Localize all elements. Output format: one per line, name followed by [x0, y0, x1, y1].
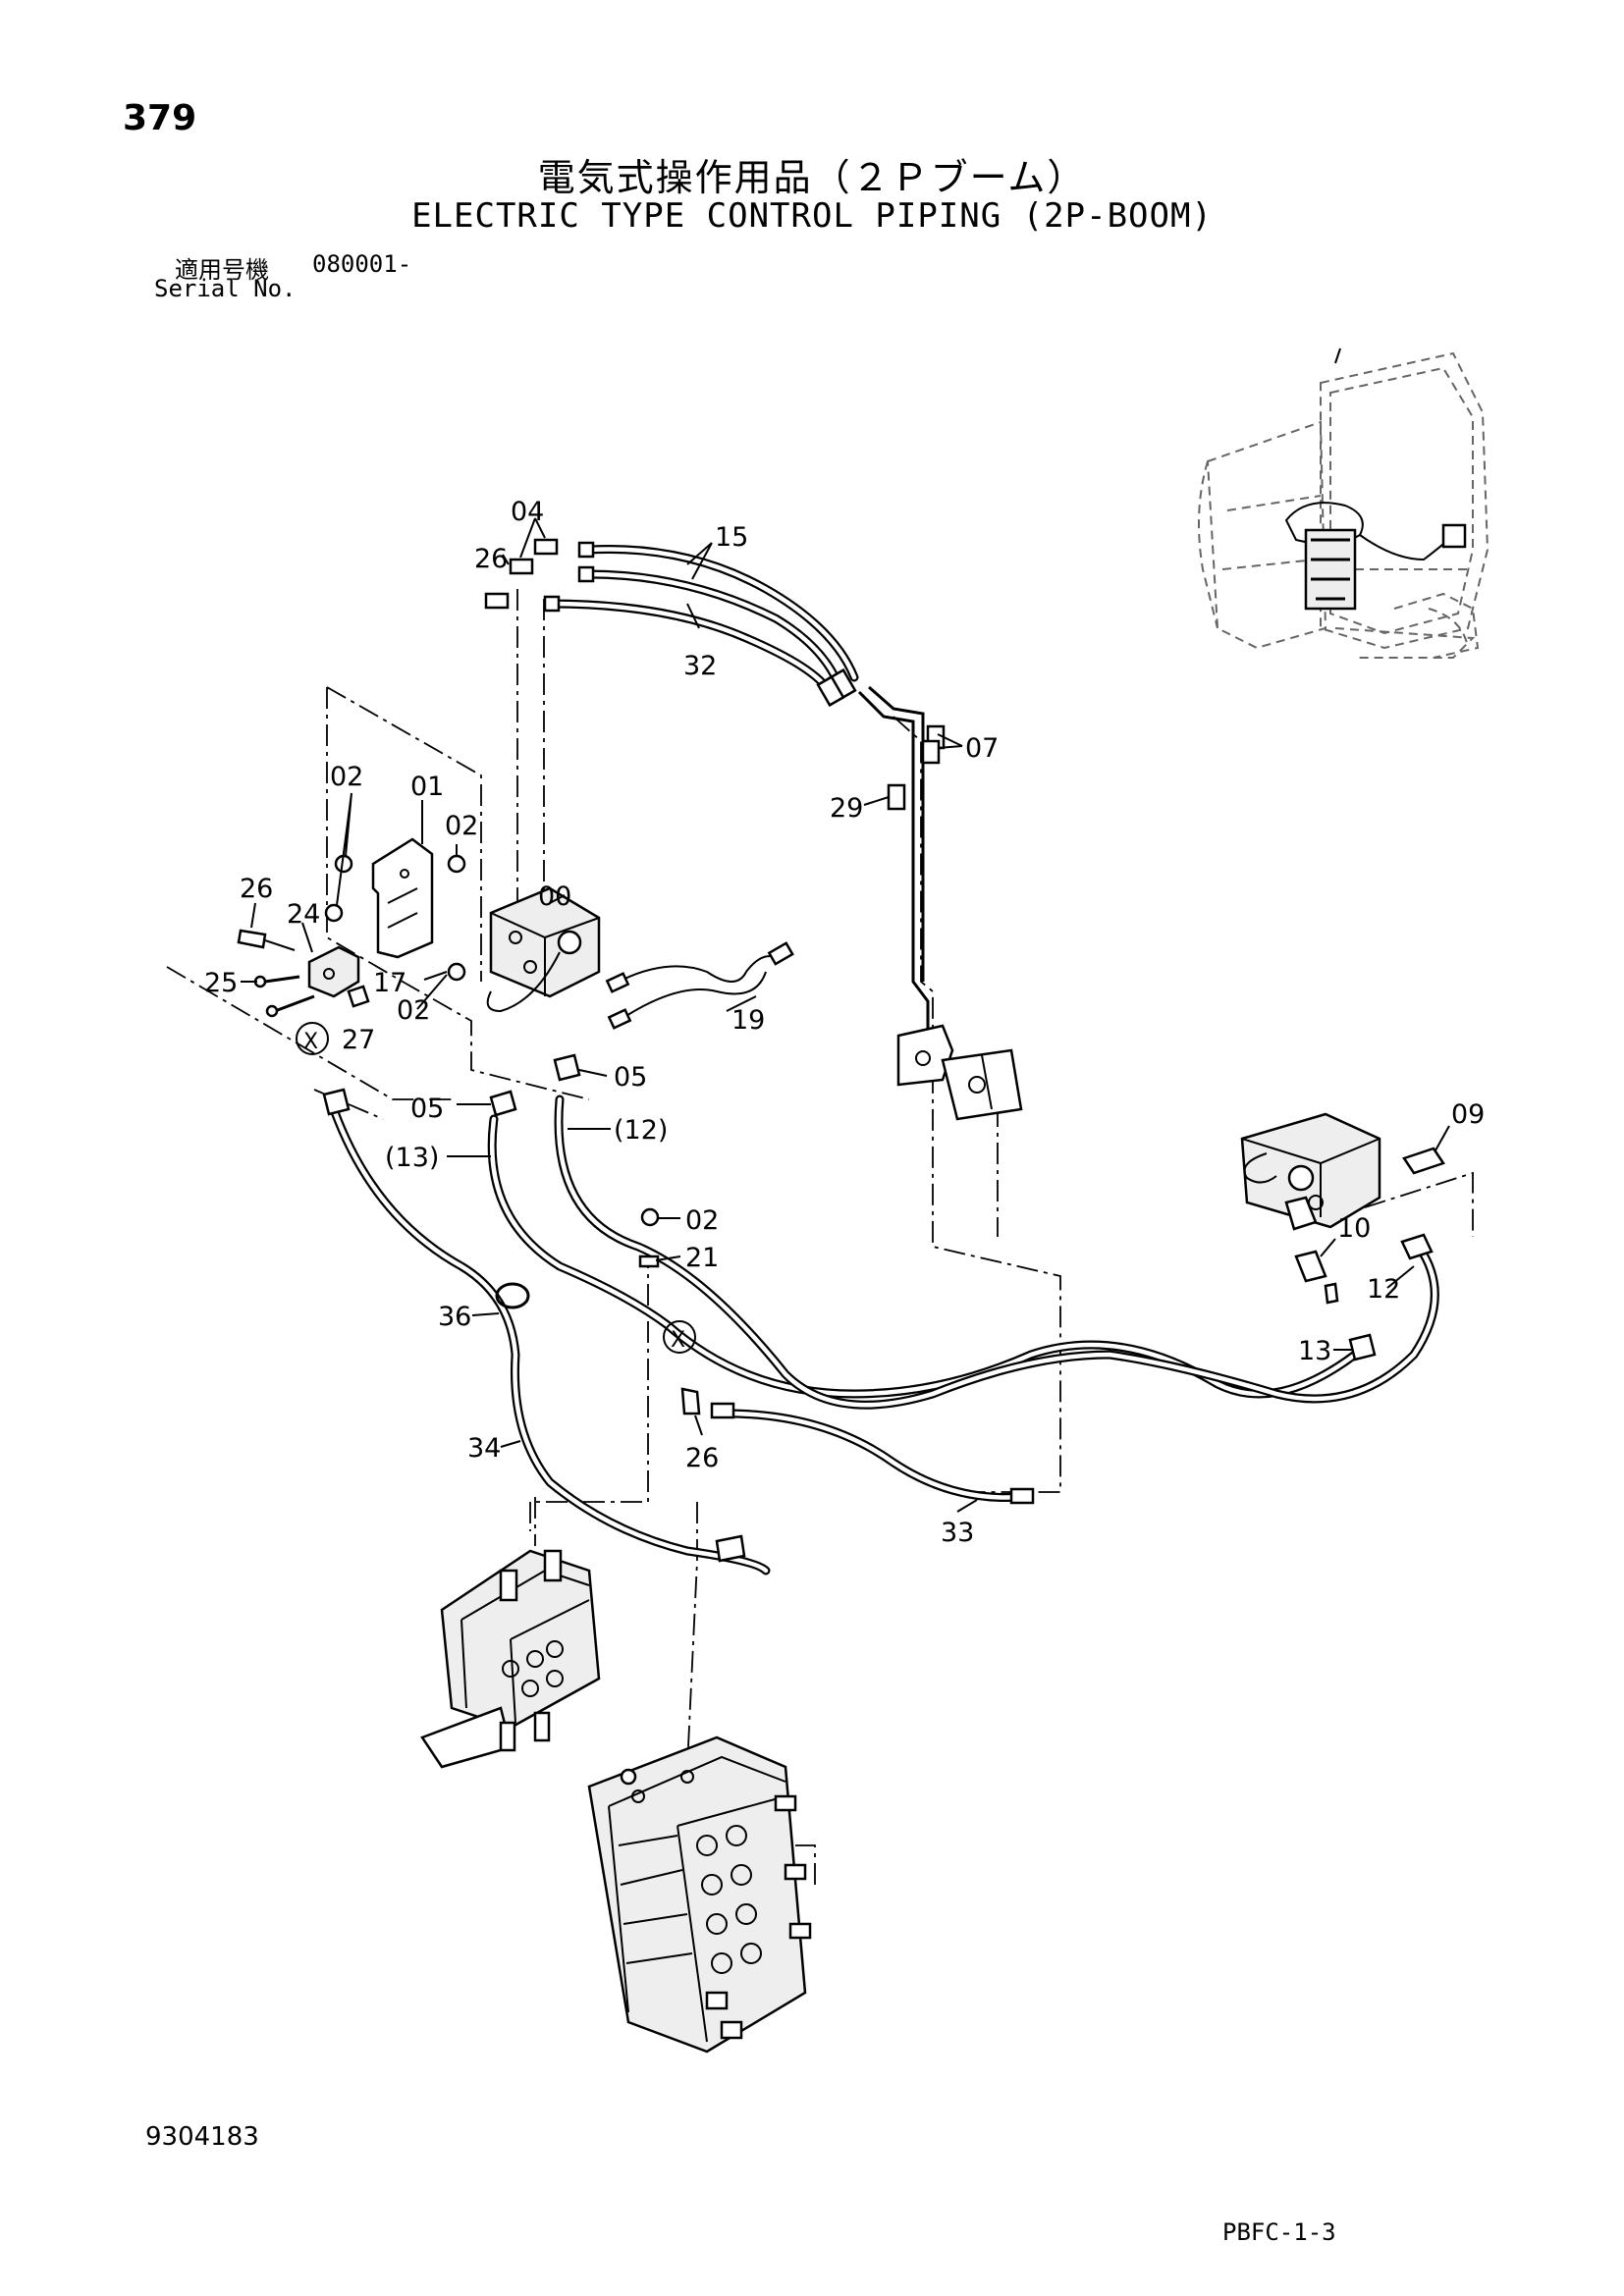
title-english: ELECTRIC TYPE CONTROL PIPING (2P-BOOM) — [411, 196, 1213, 236]
callout-13: 13 — [1298, 1336, 1331, 1366]
document-id: 9304183 — [145, 2122, 259, 2152]
callout-05: 05 — [410, 1094, 444, 1124]
title-japanese: 電気式操作用品（２Ｐブーム） — [537, 156, 1087, 199]
callout-07: 07 — [965, 733, 999, 764]
callout-labels: 04 26 15 32 07 29 02 01 02 26 00 24 25 1… — [204, 497, 1485, 1548]
callout-17: 17 — [373, 968, 406, 998]
callout-x-mark: X — [303, 1030, 318, 1054]
callout-34: 34 — [467, 1433, 501, 1464]
callout-01: 01 — [410, 772, 444, 802]
callout-02: 02 — [685, 1205, 719, 1236]
callout-32: 32 — [683, 651, 717, 681]
callout-36: 36 — [438, 1302, 471, 1332]
callout-24: 24 — [287, 899, 320, 930]
callout-21: 21 — [685, 1243, 719, 1273]
hoses — [329, 545, 1439, 1575]
callout-26: 26 — [685, 1443, 719, 1473]
callout-02: 02 — [445, 811, 478, 841]
callout-02: 02 — [330, 762, 363, 792]
callout-13-ref: (13) — [385, 1143, 439, 1173]
callout-05: 05 — [614, 1062, 647, 1093]
serial-label-english: Serial No. — [154, 275, 297, 302]
components — [237, 538, 1445, 2054]
callout-x-mark: X — [671, 1328, 685, 1353]
control-valve-large — [587, 1735, 812, 2054]
callout-25: 25 — [204, 968, 238, 998]
callout-26: 26 — [474, 544, 508, 574]
callout-19: 19 — [731, 1005, 765, 1036]
callout-15: 15 — [715, 522, 748, 553]
callout-00: 00 — [538, 881, 571, 912]
callout-12-ref: (12) — [614, 1115, 668, 1146]
callout-29: 29 — [830, 793, 863, 824]
callout-27: 27 — [342, 1025, 375, 1055]
serial-label-japanese: 適用号機 — [175, 256, 269, 284]
serial-number: 080001- — [312, 250, 412, 278]
callout-33: 33 — [941, 1518, 974, 1548]
callout-10: 10 — [1337, 1213, 1371, 1244]
control-valve-small — [420, 1497, 601, 1769]
page-number: 379 — [123, 98, 197, 138]
callout-26: 26 — [240, 874, 273, 904]
machine-overview-illustration — [1198, 347, 1489, 659]
leader-lines — [241, 517, 1450, 1513]
callout-12: 12 — [1367, 1274, 1400, 1305]
footer-code: PBFC-1-3 — [1222, 2218, 1336, 2246]
callout-09: 09 — [1451, 1099, 1485, 1130]
callout-04: 04 — [511, 497, 544, 527]
callout-02: 02 — [397, 995, 430, 1026]
